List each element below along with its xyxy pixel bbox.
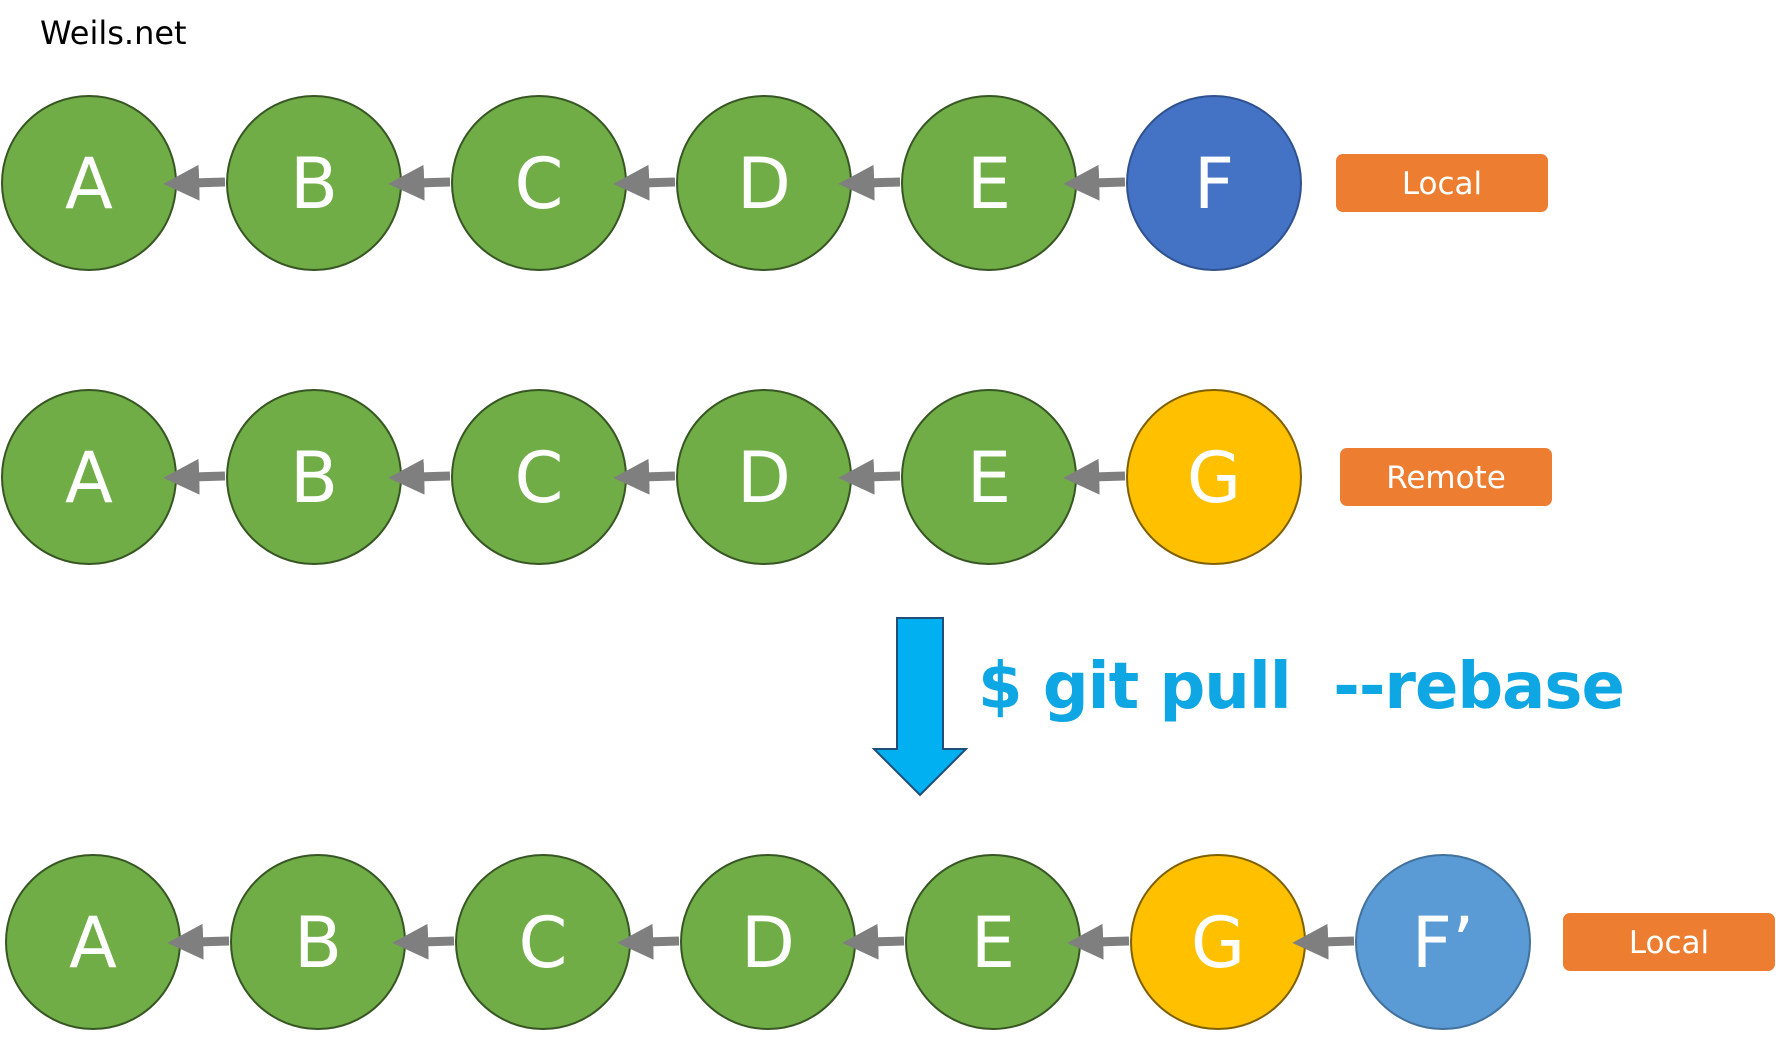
commit-label: F bbox=[1194, 143, 1234, 225]
commit-label: A bbox=[69, 902, 117, 984]
parent-arrow bbox=[617, 923, 680, 960]
site-label: Weils.net bbox=[40, 14, 187, 52]
commit-label: E bbox=[967, 143, 1011, 225]
commit-node bbox=[1355, 854, 1531, 1030]
git-pull-rebase-command: $ git pull --rebase bbox=[978, 650, 1625, 724]
parent-arrow bbox=[838, 458, 901, 495]
parent-arrow bbox=[388, 458, 451, 495]
commit-label: E bbox=[967, 437, 1011, 519]
parent-arrow bbox=[167, 923, 230, 960]
down-arrow-icon bbox=[871, 617, 969, 797]
parent-arrow bbox=[613, 458, 676, 495]
commit-label: B bbox=[294, 902, 342, 984]
parent-arrow bbox=[842, 923, 905, 960]
commit-row-1: A B C D E F Local bbox=[1, 95, 1548, 271]
parent-arrow bbox=[392, 923, 455, 960]
commit-row-2: A B C D E G Remote bbox=[1, 389, 1552, 565]
parent-arrow bbox=[163, 164, 226, 201]
branch-tag-label: Remote bbox=[1386, 460, 1506, 496]
branch-tag bbox=[1563, 913, 1775, 971]
parent-arrow bbox=[838, 164, 901, 201]
commit-row-3: A B C D E G F’ Local bbox=[5, 854, 1775, 1030]
commit-label: A bbox=[65, 437, 113, 519]
commit-label: C bbox=[515, 143, 564, 225]
parent-arrow bbox=[1292, 923, 1355, 960]
parent-arrow bbox=[1063, 164, 1126, 201]
commit-label: A bbox=[65, 143, 113, 225]
parent-arrow bbox=[613, 164, 676, 201]
commit-node bbox=[1126, 389, 1302, 565]
branch-tag bbox=[1336, 154, 1548, 212]
commit-label: B bbox=[290, 437, 338, 519]
commit-label: E bbox=[971, 902, 1015, 984]
commit-label: C bbox=[519, 902, 568, 984]
commit-label: B bbox=[290, 143, 338, 225]
branch-tag-label: Local bbox=[1402, 166, 1482, 202]
commit-label: D bbox=[737, 143, 791, 225]
branch-tag bbox=[1340, 448, 1552, 506]
commit-label: G bbox=[1191, 902, 1245, 984]
commit-label: D bbox=[737, 437, 791, 519]
parent-arrow bbox=[1063, 458, 1126, 495]
parent-arrow bbox=[388, 164, 451, 201]
commit-node bbox=[1126, 95, 1302, 271]
branch-tag-label: Local bbox=[1629, 925, 1709, 961]
parent-arrow bbox=[163, 458, 226, 495]
commit-label: G bbox=[1187, 437, 1241, 519]
commit-label: D bbox=[741, 902, 795, 984]
parent-arrow bbox=[1067, 923, 1130, 960]
commit-label: C bbox=[515, 437, 564, 519]
commit-label: F’ bbox=[1412, 902, 1475, 984]
